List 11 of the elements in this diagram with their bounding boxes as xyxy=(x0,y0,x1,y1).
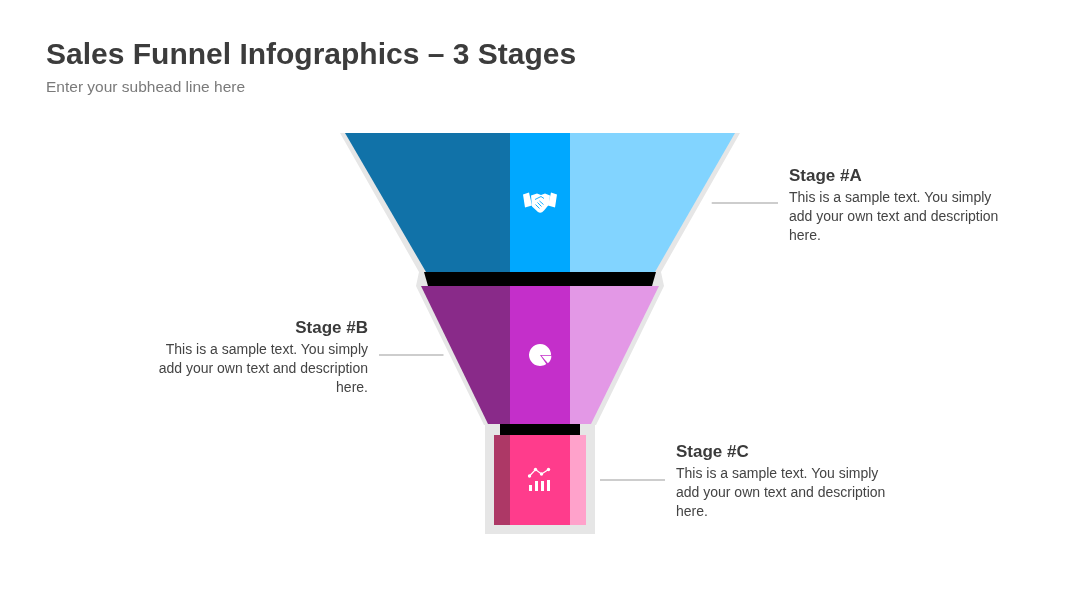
stage-title: Stage #C xyxy=(676,441,749,463)
leader-line xyxy=(711,202,779,204)
stage-description: This is a sample text. You simply add your own text and description here. xyxy=(157,340,368,397)
stage-title: Stage #B xyxy=(295,317,368,339)
title: Sales Funnel Infographics – 3 Stages xyxy=(46,36,577,72)
leader-line xyxy=(599,479,666,481)
stage-title: Stage #A xyxy=(789,165,862,187)
stage-description: This is a sample text. You simply add your own text and description here. xyxy=(789,188,1000,245)
subtitle: Enter your subhead line here xyxy=(46,77,246,97)
stage-description: This is a sample text. You simply add your own text and description here. xyxy=(676,464,887,521)
leader-line xyxy=(378,354,445,356)
